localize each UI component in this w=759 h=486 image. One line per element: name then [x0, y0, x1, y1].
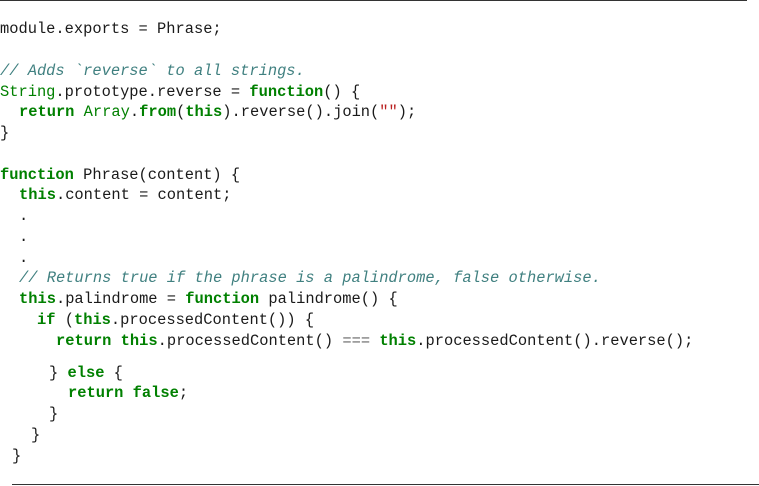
- code-line-13: // Returns true if the phrase is a palin…: [19, 268, 601, 288]
- code-line-14: this.palindrome = function palindrome() …: [19, 290, 398, 308]
- code-line-12: .: [19, 249, 29, 267]
- code-line-5: return Array.from(this).reverse().join("…: [19, 103, 417, 121]
- bottom-rule: [12, 484, 759, 485]
- code-line-3: // Adds `reverse` to all strings.: [0, 61, 305, 81]
- comment: // Returns true if the phrase is a palin…: [19, 269, 601, 287]
- code-line-1: module.exports = Phrase;: [0, 20, 222, 38]
- code-line-21: }: [12, 447, 22, 465]
- code-line-9: this.content = content;: [19, 186, 232, 204]
- comment: // Adds `reverse` to all strings.: [0, 62, 305, 80]
- code-line-19: }: [49, 405, 59, 423]
- code-line-20: }: [31, 426, 41, 444]
- code-line-8: function Phrase(content) {: [0, 166, 241, 184]
- code-line-18: return false;: [68, 384, 189, 402]
- code-line-4: String.prototype.reverse = function() {: [0, 83, 361, 101]
- code-line-16: return this.processedContent() === this.…: [56, 332, 694, 350]
- code-line-17: } else {: [49, 364, 123, 382]
- top-rule: [0, 0, 747, 1]
- code-line-15: if (this.processedContent()) {: [37, 311, 315, 329]
- code-line-10: .: [19, 207, 29, 225]
- code-line-6: }: [0, 124, 10, 142]
- code-line-11: .: [19, 228, 29, 246]
